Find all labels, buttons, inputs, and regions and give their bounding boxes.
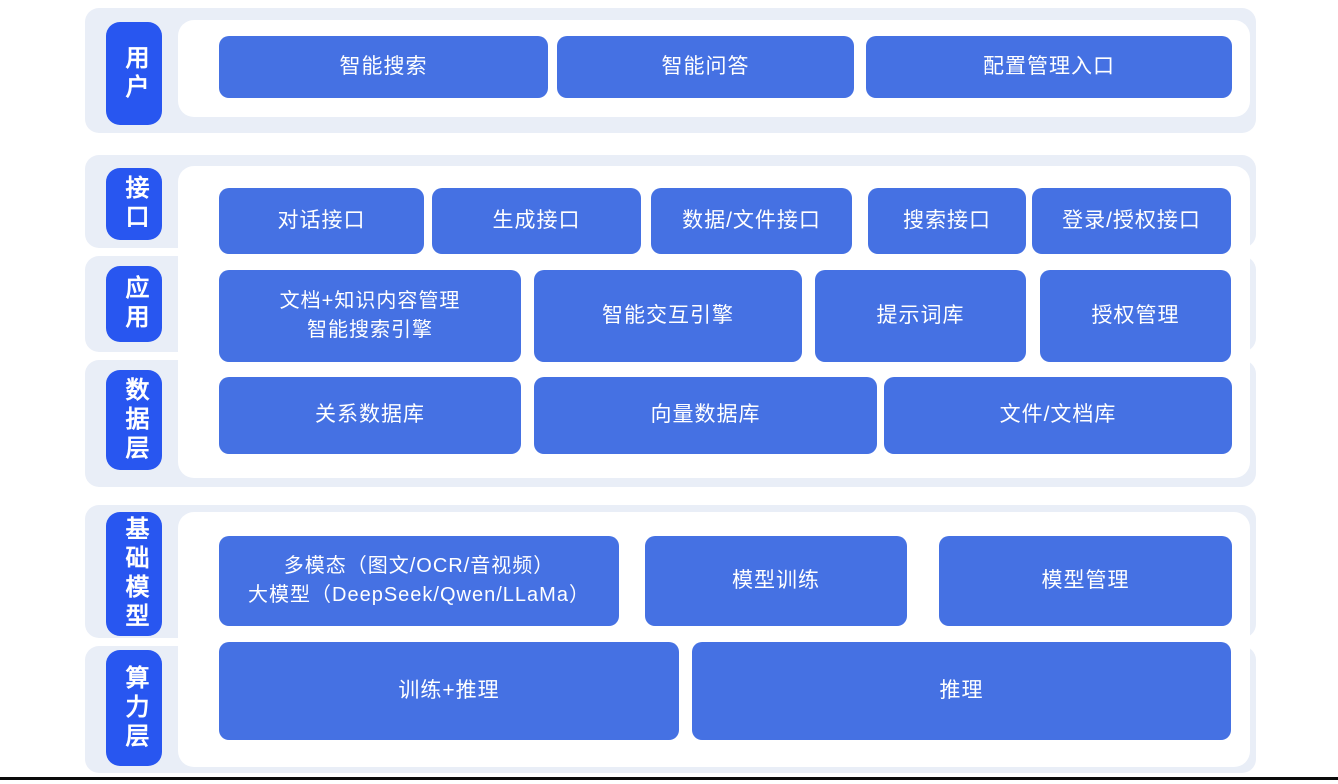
box-auth-management: 授权管理	[1040, 270, 1231, 362]
layer-pill-data: 数据层	[106, 370, 162, 470]
box-model-training: 模型训练	[645, 536, 907, 626]
layer-label-user: 用户	[121, 44, 148, 103]
box-inference: 推理	[692, 642, 1231, 740]
box-login-auth-api: 登录/授权接口	[1032, 188, 1231, 254]
box-multimodal-llm: 多模态（图文/OCR/音视频） 大模型（DeepSeek/Qwen/LLaMa）	[219, 536, 619, 626]
box-relational-db: 关系数据库	[219, 377, 521, 454]
box-smart-qa: 智能问答	[557, 36, 854, 98]
layer-pill-compute: 算力层	[106, 650, 162, 766]
layer-pill-user: 用户	[106, 22, 162, 125]
box-interactive-engine: 智能交互引擎	[534, 270, 802, 362]
layer-label-data: 数据层	[121, 376, 148, 464]
layer-label-compute: 算力层	[121, 664, 148, 752]
box-file-doc-db: 文件/文档库	[884, 377, 1232, 454]
box-data-file-api: 数据/文件接口	[651, 188, 852, 254]
layer-label-application: 应用	[121, 275, 148, 333]
box-doc-knowledge-search-engine: 文档+知识内容管理 智能搜索引擎	[219, 270, 521, 362]
box-train-inference: 训练+推理	[219, 642, 679, 740]
layer-pill-application: 应用	[106, 266, 162, 342]
box-config-management-entry: 配置管理入口	[866, 36, 1232, 98]
box-vector-db: 向量数据库	[534, 377, 877, 454]
box-search-api: 搜索接口	[868, 188, 1026, 254]
layer-pill-interface: 接口	[106, 168, 162, 240]
box-generate-api: 生成接口	[432, 188, 641, 254]
layer-pill-foundation: 基础模型	[106, 512, 162, 636]
box-dialog-api: 对话接口	[219, 188, 424, 254]
bottom-separator-line	[0, 777, 1338, 780]
box-model-management: 模型管理	[939, 536, 1232, 626]
box-prompt-library: 提示词库	[815, 270, 1026, 362]
layer-label-interface: 接口	[121, 175, 148, 233]
box-smart-search: 智能搜索	[219, 36, 548, 98]
layer-label-foundation: 基础模型	[121, 516, 148, 632]
